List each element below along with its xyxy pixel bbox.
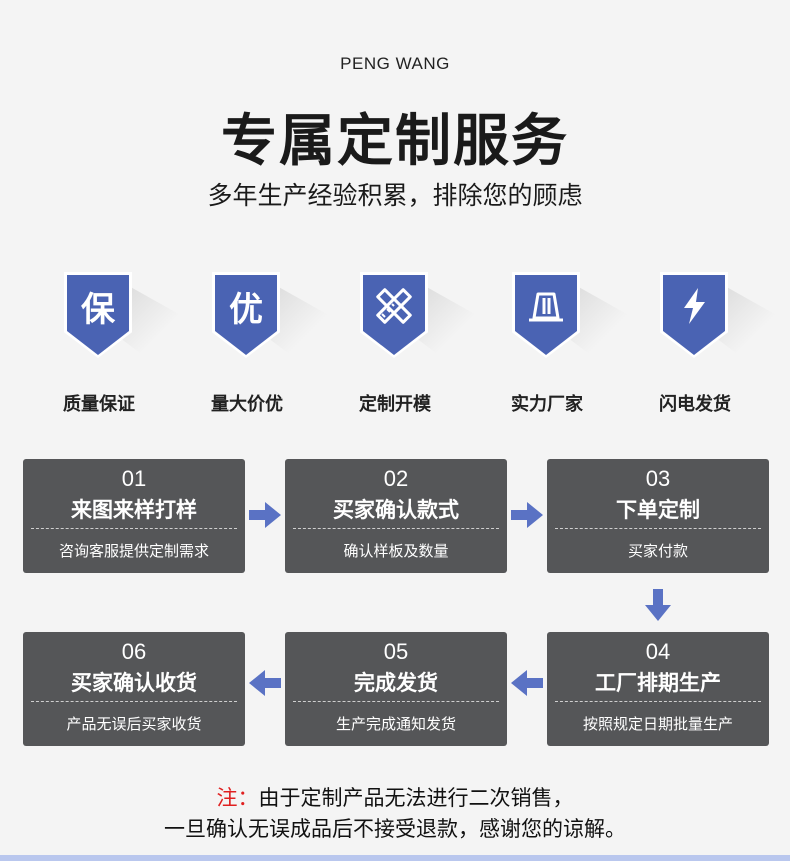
feature-label: 定制开模	[359, 394, 431, 415]
arrow-down-icon	[645, 589, 671, 621]
badge-text-icon: 保	[81, 290, 115, 330]
divider	[555, 528, 761, 529]
step-title: 买家确认款式	[333, 498, 459, 522]
feature-custom-mold: 定制开模	[359, 272, 490, 422]
divider	[31, 701, 237, 702]
pencil-ruler-icon	[376, 288, 412, 324]
step-card: 05 完成发货 生产完成通知发货	[285, 632, 507, 746]
note-text: 由于定制产品无法进行二次销售，	[258, 786, 574, 810]
page-title: 专属定制服务	[221, 109, 569, 174]
feature-quality: 保 质量保证	[63, 272, 194, 422]
refund-note-line1: 注：由于定制产品无法进行二次销售，	[0, 782, 790, 812]
feature-label: 量大价优	[211, 394, 283, 415]
step-card: 06 买家确认收货 产品无误后买家收货	[23, 632, 245, 746]
step-description: 按照规定日期批量生产	[582, 715, 733, 733]
step-description: 确认样板及数量	[343, 542, 449, 560]
step-title: 来图来样打样	[71, 498, 197, 522]
divider	[555, 701, 761, 702]
arrow-left-icon	[249, 670, 281, 696]
divider	[293, 701, 499, 702]
step-number: 02	[383, 466, 409, 491]
bottom-bar	[0, 855, 790, 861]
feature-fast-ship: 闪电发货	[659, 272, 790, 422]
feature-price: 优 量大价优	[211, 272, 342, 422]
step-title: 完成发货	[354, 671, 438, 695]
feature-label: 闪电发货	[659, 394, 731, 415]
feature-factory: 实力厂家	[511, 272, 642, 422]
step-description: 咨询客服提供定制需求	[58, 542, 209, 560]
step-description: 买家付款	[627, 542, 688, 560]
step-title: 工厂排期生产	[595, 671, 721, 695]
step-card: 02 买家确认款式 确认样板及数量	[285, 459, 507, 573]
step-card: 03 下单定制 买家付款	[547, 459, 769, 573]
step-title: 下单定制	[616, 498, 700, 522]
step-number: 03	[645, 466, 671, 491]
lightning-icon	[684, 288, 705, 324]
step-description: 产品无误后买家收货	[66, 715, 202, 733]
step-card: 01 来图来样打样 咨询客服提供定制需求	[23, 459, 245, 573]
arrow-right-icon	[249, 502, 281, 528]
note-prefix: 注：	[216, 786, 259, 810]
step-number: 04	[645, 639, 671, 664]
feature-label: 质量保证	[63, 394, 135, 415]
brand-label: PENG WANG	[340, 54, 450, 73]
step-card: 04 工厂排期生产 按照规定日期批量生产	[547, 632, 769, 746]
badge-text-icon: 优	[229, 290, 263, 330]
step-number: 06	[121, 639, 147, 664]
step-title: 买家确认收货	[71, 671, 197, 695]
divider	[293, 528, 499, 529]
arrow-left-icon	[511, 670, 543, 696]
step-description: 生产完成通知发货	[335, 715, 456, 733]
step-number: 01	[121, 466, 147, 491]
factory-icon	[529, 292, 563, 322]
arrow-right-icon	[511, 502, 543, 528]
step-number: 05	[383, 639, 409, 664]
refund-note-line2: 一旦确认无误成品后不接受退款，感谢您的谅解。	[164, 817, 626, 841]
page-subtitle: 多年生产经验积累，排除您的顾虑	[207, 181, 583, 210]
feature-label: 实力厂家	[511, 394, 583, 415]
divider	[31, 528, 237, 529]
